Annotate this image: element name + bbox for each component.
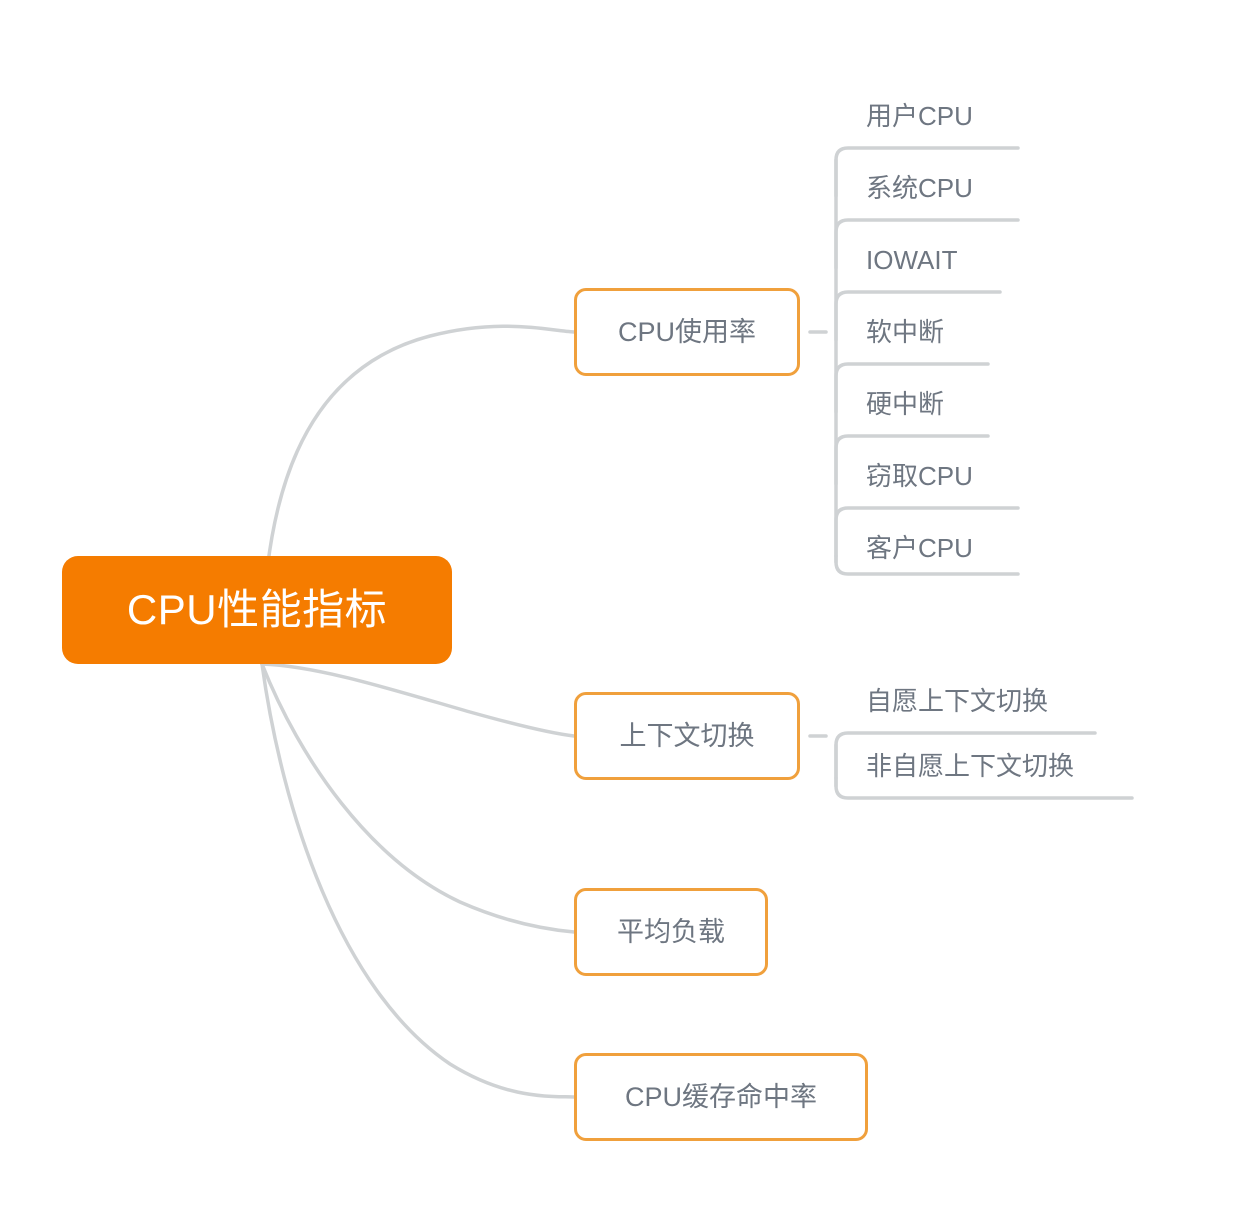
leaf-node-steal-cpu[interactable]: 窃取CPU bbox=[866, 463, 973, 490]
leaf-node-softirq[interactable]: 软中断 bbox=[866, 319, 944, 346]
leaf-node-iowait[interactable]: IOWAIT bbox=[866, 247, 957, 274]
leaf-node-hardirq-label: 硬中断 bbox=[866, 389, 945, 419]
edge-root-to-cache-hit-rate bbox=[260, 662, 576, 1099]
leaf-node-voluntary-context-switch[interactable]: 自愿上下文切换 bbox=[866, 688, 1048, 715]
branch-node-load-average-label: 平均负载 bbox=[617, 916, 725, 947]
leaf-node-voluntary-context-switch-label: 自愿上下文切换 bbox=[866, 686, 1049, 716]
leaf-node-involuntary-context-switch-label: 非自愿上下文切换 bbox=[866, 751, 1075, 781]
leaf-node-involuntary-context-switch[interactable]: 非自愿上下文切换 bbox=[866, 753, 1074, 780]
leaf-node-hardirq[interactable]: 硬中断 bbox=[866, 391, 944, 418]
leaf-node-user-cpu[interactable]: 用户CPU bbox=[866, 103, 973, 130]
leaf-node-system-cpu-label: 系统CPU bbox=[866, 173, 973, 203]
bracket-leaf-involuntary-cs bbox=[834, 776, 1134, 800]
leaf-node-softirq-label: 软中断 bbox=[866, 317, 945, 347]
edge-root-to-context-switch bbox=[260, 662, 576, 738]
leaf-node-iowait-label: IOWAIT bbox=[866, 245, 958, 275]
root-node[interactable]: CPU性能指标 bbox=[62, 556, 452, 664]
branch-node-cache-hit-rate-label: CPU缓存命中率 bbox=[624, 1081, 817, 1112]
branch-node-context-switch[interactable]: 上下文切换 bbox=[574, 692, 800, 780]
leaf-node-steal-cpu-label: 窃取CPU bbox=[866, 461, 973, 491]
edge-root-to-load-average bbox=[260, 662, 576, 934]
leaf-node-system-cpu[interactable]: 系统CPU bbox=[866, 175, 973, 202]
branch-node-cpu-usage-label: CPU使用率 bbox=[617, 316, 756, 347]
branch-node-cache-hit-rate[interactable]: CPU缓存命中率 bbox=[574, 1053, 868, 1141]
branch-node-load-average[interactable]: 平均负载 bbox=[574, 888, 768, 976]
branch-node-cpu-usage[interactable]: CPU使用率 bbox=[574, 288, 800, 376]
root-node-label: CPU性能指标 bbox=[126, 586, 388, 633]
branch-node-context-switch-label: 上下文切换 bbox=[619, 720, 755, 751]
leaf-node-user-cpu-label: 用户CPU bbox=[866, 101, 973, 131]
leaf-node-guest-cpu-label: 客户CPU bbox=[866, 533, 973, 563]
leaf-node-guest-cpu[interactable]: 客户CPU bbox=[866, 535, 973, 562]
